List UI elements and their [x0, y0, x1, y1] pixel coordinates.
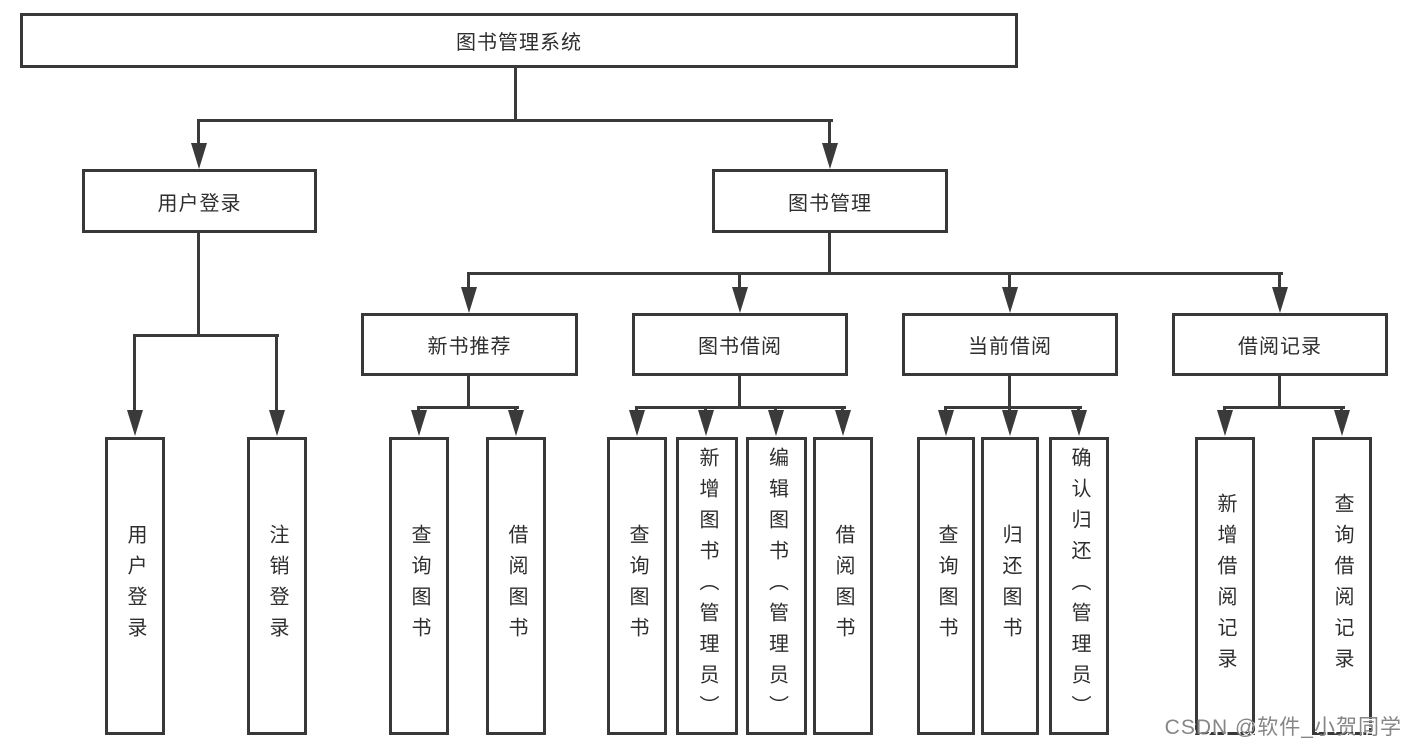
arrow-down-icon [1217, 410, 1233, 436]
leaf-borrow-books: 借阅图书 [813, 437, 873, 735]
arrow-down-icon [1002, 410, 1018, 436]
leaf-logout: 注销登录 [247, 437, 307, 735]
arrow-down-icon [1334, 410, 1350, 436]
connector-line [1008, 376, 1011, 408]
leaf-user-login: 用户登录 [105, 437, 165, 735]
arrow-down-icon [461, 287, 477, 313]
node-root-library-system: 图书管理系统 [20, 13, 1018, 68]
node-label: 图书借阅 [698, 336, 782, 358]
node-book-borrow: 图书借阅 [632, 313, 848, 376]
connector-line [467, 272, 1283, 275]
leaf-add-borrow-record: 新增借阅记录 [1195, 437, 1255, 735]
connector-line [133, 334, 279, 337]
leaf-add-books-admin: 新增图书（管理员） [676, 437, 738, 735]
connector-line [1278, 272, 1281, 290]
connector-line [1223, 406, 1345, 409]
leaf-edit-books-admin: 编辑图书（管理员） [746, 437, 807, 735]
node-label: 查询借阅记录 [1331, 493, 1353, 679]
csdn-watermark: CSDN @软件_小贺同学 [1164, 716, 1402, 739]
node-new-book-recommend: 新书推荐 [361, 313, 578, 376]
node-label: 查询图书 [408, 524, 430, 648]
arrow-down-icon [127, 410, 143, 436]
connector-line [635, 406, 846, 409]
arrow-down-icon [938, 410, 954, 436]
arrow-down-icon [822, 143, 838, 169]
leaf-confirm-return-admin: 确认归还（管理员） [1049, 437, 1109, 735]
leaf-recommend-query-books: 查询图书 [389, 437, 449, 735]
arrow-down-icon [1272, 287, 1288, 313]
connector-line [738, 376, 741, 408]
node-borrow-records: 借阅记录 [1172, 313, 1388, 376]
arrow-down-icon [698, 410, 714, 436]
arrow-down-icon [191, 143, 207, 169]
node-label: 归还图书 [999, 524, 1021, 648]
node-label: 新增图书（管理员） [696, 446, 718, 726]
arrow-down-icon [768, 410, 784, 436]
leaf-return-books: 归还图书 [981, 437, 1039, 735]
connector-line [133, 334, 136, 412]
leaf-recommend-borrow-books: 借阅图书 [486, 437, 546, 735]
node-label: 借阅记录 [1238, 336, 1322, 358]
node-book-management: 图书管理 [712, 169, 948, 233]
node-label: 注销登录 [266, 524, 288, 648]
arrow-down-icon [411, 410, 427, 436]
connector-line [197, 119, 200, 146]
arrow-down-icon [508, 410, 524, 436]
connector-line [738, 272, 741, 290]
arrow-down-icon [732, 287, 748, 313]
node-label: 查询图书 [935, 524, 957, 648]
node-label: 新书推荐 [427, 336, 512, 358]
node-label: 图书管理系统 [456, 32, 582, 54]
arrow-down-icon [269, 410, 285, 436]
connector-line [828, 233, 831, 275]
node-label: 用户登录 [124, 524, 146, 648]
connector-line [197, 119, 833, 122]
node-user-login: 用户登录 [82, 169, 317, 233]
node-current-borrow: 当前借阅 [902, 313, 1118, 376]
arrow-down-icon [1071, 410, 1087, 436]
connector-line [467, 376, 470, 408]
node-label: 图书管理 [788, 192, 872, 215]
node-label: 编辑图书（管理员） [765, 446, 788, 726]
node-label: 借阅图书 [832, 524, 854, 648]
connector-line [467, 272, 470, 290]
node-label: 确认归还（管理员） [1068, 446, 1090, 726]
node-label: 借阅图书 [505, 524, 527, 648]
arrow-down-icon [835, 410, 851, 436]
connector-line [944, 406, 1082, 409]
connector-line [514, 67, 517, 120]
node-label: 查询图书 [626, 524, 648, 648]
leaf-current-query-books: 查询图书 [917, 437, 975, 735]
connector-line [417, 406, 519, 409]
connector-line [1278, 376, 1281, 408]
connector-line [275, 334, 278, 412]
connector-line [828, 119, 831, 146]
leaf-borrow-query-books: 查询图书 [607, 437, 667, 735]
node-label: 新增借阅记录 [1214, 493, 1236, 679]
leaf-query-borrow-record: 查询借阅记录 [1312, 437, 1372, 735]
connector-line [197, 233, 200, 337]
arrow-down-icon [629, 410, 645, 436]
node-label: 用户登录 [157, 192, 242, 215]
node-label: 当前借阅 [968, 336, 1052, 358]
arrow-down-icon [1002, 287, 1018, 313]
connector-line [1008, 272, 1011, 290]
